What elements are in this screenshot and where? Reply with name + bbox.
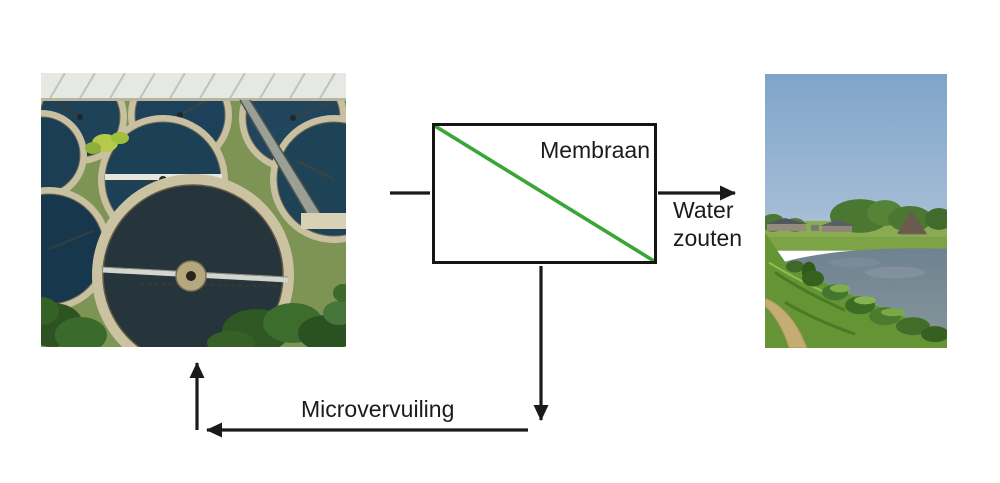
lower-tanks [41,174,294,347]
permeate-label-line1: Water [673,197,734,223]
sandy-path [765,297,808,348]
pond-photo [765,74,947,348]
membrane-box: Membraan [432,123,657,264]
return-flow-label: Microvervuiling [301,396,455,422]
reeds [786,260,947,343]
roof-band [41,73,346,101]
treatment-plant-photo [41,73,346,347]
trees [41,284,346,347]
permeate-label-line2: zouten [673,225,743,251]
permeate-label: Water zouten [673,196,742,252]
membrane-label: Membraan [540,137,650,163]
bushes [85,132,129,154]
houses [765,210,927,235]
grass-bank [765,232,947,348]
membrane-diagonal-line [435,126,654,261]
walkway [239,99,346,229]
